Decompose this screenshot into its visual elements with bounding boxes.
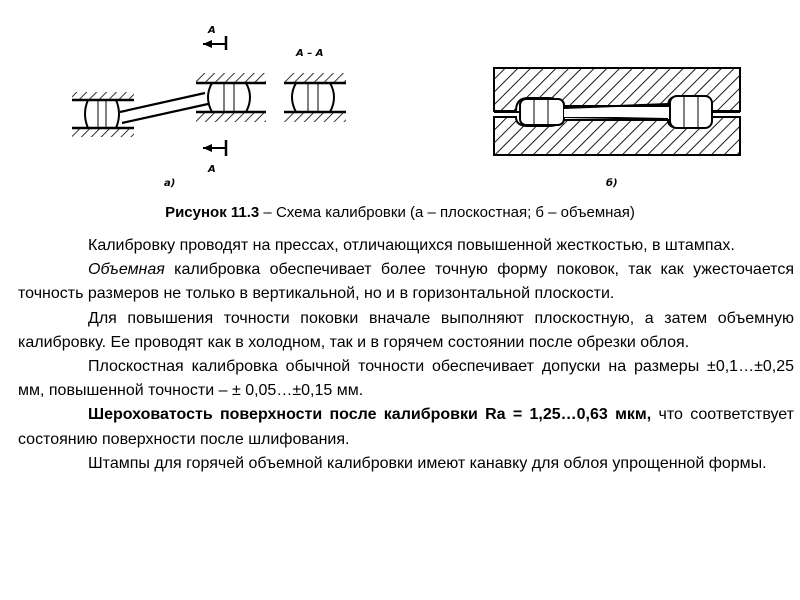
paragraph-6: Штампы для горячей объемной калибровки и… — [88, 454, 767, 472]
caption-number: Рисунок 11.3 — [165, 204, 260, 221]
paragraph-5-bold: Шероховатость поверхности после калибров… — [88, 406, 652, 424]
label-a: а) — [164, 178, 175, 189]
diagram-volume-calibration: б) — [493, 67, 741, 189]
paragraph-2: Объемная калибровка обеспечивает более т… — [18, 258, 794, 306]
section-title: А – А — [295, 48, 323, 59]
figure-caption: Рисунок 11.3 – Схема калибровки (а – пло… — [0, 204, 800, 221]
paragraph-5: Шероховатость поверхности после калибров… — [18, 403, 794, 451]
label-b: б) — [606, 177, 618, 189]
paragraph-2-rest: калибровка обеспечивает более точную фор… — [18, 261, 794, 303]
calibration-diagram: А А А – А а) — [72, 25, 741, 189]
calibration-figure: А А А – А а) — [0, 0, 800, 200]
paragraph-2-italic: Объемная — [88, 261, 165, 279]
paragraph-4: Плоскостная калибровка обычной точности … — [18, 358, 794, 400]
diagram-flat-calibration: А А А – А а) — [72, 25, 346, 189]
body-text: Калибровку проводят на прессах, отличающ… — [18, 234, 794, 476]
paragraph-3: Для повышения точности поковки вначале в… — [18, 309, 794, 351]
caption-text: – Схема калибровки (а – плоскостная; б –… — [259, 204, 635, 221]
section-mark-bottom: А — [207, 164, 216, 175]
section-mark-top: А — [207, 25, 216, 36]
paragraph-1: Калибровку проводят на прессах, отличающ… — [88, 237, 735, 254]
paragraph-5-rest: что соответствует состоянию поверхности … — [18, 406, 794, 448]
